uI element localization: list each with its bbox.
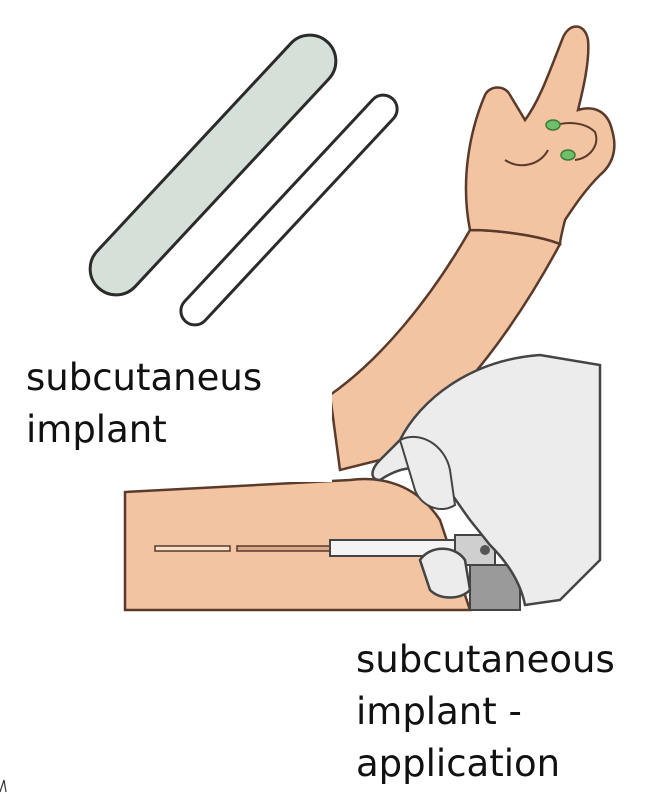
raised-hand bbox=[466, 27, 614, 245]
label-implant-line1: subcutaneus bbox=[26, 352, 332, 404]
label-subcutaneous-implant: subcutaneus implant bbox=[0, 352, 332, 482]
fingernail-upper bbox=[546, 120, 560, 130]
label-implant-application: subcutaneous implant - application bbox=[356, 634, 651, 790]
fingernail-lower bbox=[561, 150, 575, 160]
implant-rod-outline bbox=[175, 89, 403, 330]
applicator-needle bbox=[237, 546, 337, 551]
label-application-line1: subcutaneous bbox=[356, 634, 651, 686]
label-implant-line2: implant bbox=[26, 404, 332, 456]
label-application-line3: application bbox=[356, 738, 651, 790]
implant-rods bbox=[79, 24, 402, 330]
applicator-button bbox=[480, 545, 490, 555]
implant-under-skin bbox=[155, 546, 230, 551]
label-application-line2: implant - bbox=[356, 686, 651, 738]
implant-rod-filled bbox=[79, 24, 346, 305]
edge-mark bbox=[0, 780, 6, 792]
